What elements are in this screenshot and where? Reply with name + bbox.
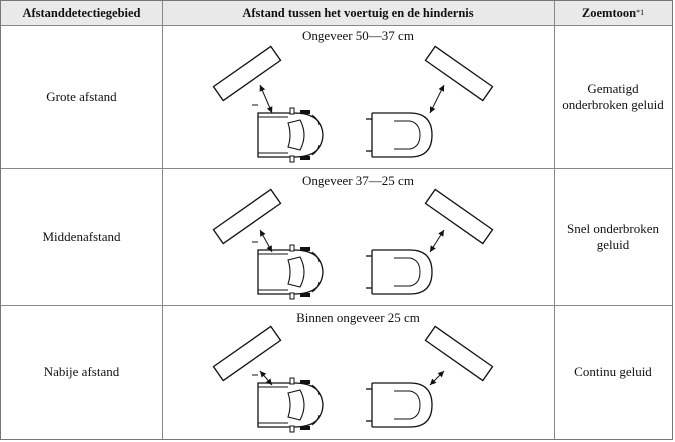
car-rear-icon: [366, 382, 433, 428]
distance-arrow-icon: [429, 84, 445, 114]
distance-arrow-icon: [429, 370, 445, 386]
parking-diagram-mid: [212, 188, 494, 300]
distance-label-mid: Ongeveer 37—25 cm: [302, 173, 414, 188]
distance-arrow-icon: [259, 229, 273, 253]
row-divider: [1, 305, 672, 306]
row-divider: [1, 168, 672, 169]
distance-label-near: Binnen ongeveer 25 cm: [296, 310, 420, 325]
diagram-cell-near: Binnen ongeveer 25 cm: [162, 305, 554, 439]
distance-arrow-icon: [259, 84, 273, 114]
header-area: Afstanddetectiegebied: [22, 6, 141, 20]
distance-arrow-icon: [259, 370, 273, 386]
obstacle-icon: [212, 188, 282, 245]
parking-diagram-far: [212, 45, 494, 163]
left-car-group: [252, 104, 324, 163]
area-label-near: Nabije afstand: [43, 364, 120, 379]
header-distance: Afstand tussen het voertuig en de hinder…: [242, 6, 474, 20]
tone-label-far: Gematigd onderbroken geluid: [562, 80, 664, 112]
car-rear-icon: [366, 112, 433, 158]
tone-label-near: Continu geluid: [574, 364, 652, 379]
column-divider: [162, 1, 163, 439]
area-label-far: Grote afstand: [46, 88, 117, 104]
header-tone: Zoemtoon*1: [581, 6, 645, 20]
area-label-mid: Middenafstand: [42, 228, 121, 244]
table-header: [1, 1, 672, 25]
car-front-icon: [252, 374, 324, 433]
tone-label-mid: Snel onderbroken geluid: [566, 220, 660, 252]
parking-diagram-near: [212, 325, 494, 433]
row-divider: [1, 25, 672, 26]
left-car-group: [252, 374, 324, 433]
obstacle-icon: [424, 45, 494, 102]
obstacle-icon: [212, 45, 282, 102]
column-divider: [554, 1, 555, 439]
left-car-group: [252, 241, 324, 300]
diagram-cell-mid: Ongeveer 37—25 cm: [162, 168, 554, 305]
car-front-icon: [252, 241, 324, 300]
car-rear-icon: [366, 249, 433, 295]
obstacle-icon: [424, 188, 494, 245]
obstacle-icon: [212, 325, 282, 382]
obstacle-icon: [424, 325, 494, 382]
distance-arrow-icon: [429, 229, 445, 253]
car-front-icon: [252, 104, 324, 163]
diagram-cell-far: Ongeveer 50—37 cm: [162, 25, 554, 168]
distance-label-far: Ongeveer 50—37 cm: [302, 28, 414, 43]
